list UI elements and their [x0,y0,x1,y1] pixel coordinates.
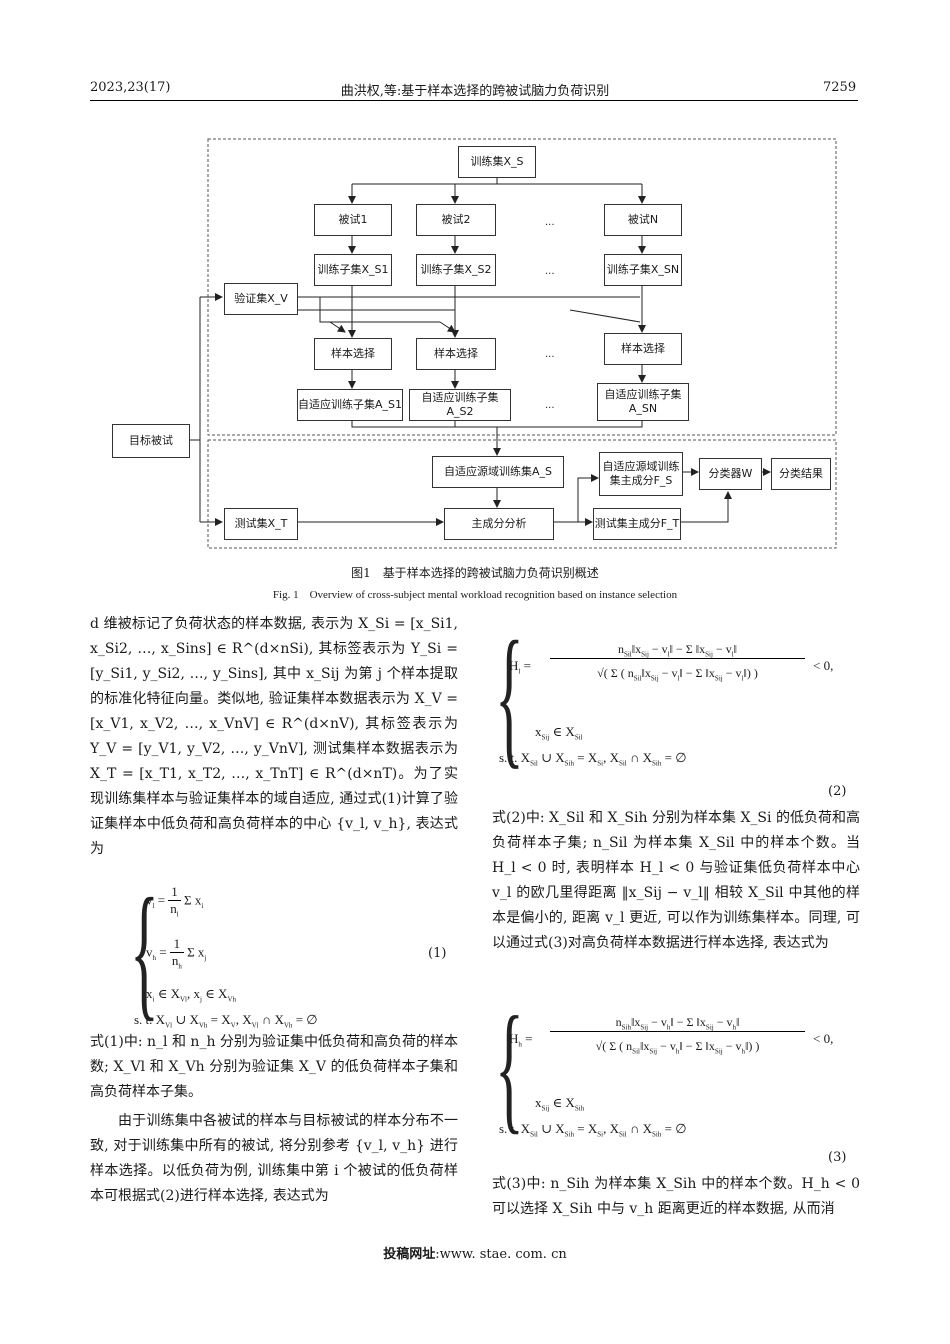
box-selection-n: 样本选择 [604,333,682,365]
box-selection-2: 样本选择 [416,338,496,370]
paragraph-4: 式(2)中: X_Sil 和 X_Sih 分别为样本集 X_Si 的低负荷和高负… [492,810,860,951]
ellipsis-selection: ... [545,349,555,360]
figure-caption-en: Fig. 1 Overview of cross-subject mental … [272,589,678,601]
header-rule [90,100,858,101]
paragraph-5: 式(3)中: n_Sih 为样本集 X_Sih 中的样本个数。H_h < 0 可… [492,1176,860,1217]
left-column-lower: 式(1)中: n_l 和 n_h 分别为验证集中低负荷和高负荷的样本数; X_V… [90,1030,458,1209]
footer: 投稿网址:www. stae. com. cn [0,1243,950,1262]
box-pca: 主成分分析 [444,508,554,540]
box-subject-1: 被试1 [314,204,392,236]
equation-3-number: (3) [828,1150,847,1165]
box-selection-1: 样本选择 [314,338,392,370]
box-subset-1: 训练子集X_S1 [314,254,392,286]
box-validation-set: 验证集X_V [224,283,298,315]
box-training-set: 训练集X_S [458,146,536,178]
equation-1-number: (1) [428,946,447,961]
header-page-number: 7259 [823,80,857,95]
box-subset-2: 训练子集X_S2 [416,254,496,286]
left-column: d 维被标记了负荷状态的样本数据, 表示为 X_Si = [x_Si1, x_S… [90,612,458,862]
header-volume: 2023,23(17) [90,80,171,95]
box-classifier: 分类器W [699,458,762,490]
equation-3: { Hh = nSih‖xSij − vh‖ − Σ ‖xSij − vh‖ √… [495,987,834,1147]
figure-caption-cn: 图1 基于样本选择的跨被试脑力负荷识别概述 [351,566,599,580]
box-test-set: 测试集X_T [224,508,298,540]
footer-url: :www. stae. com. cn [435,1247,567,1262]
box-classification-result: 分类结果 [771,458,831,490]
ellipsis-subsets: ... [545,266,555,277]
ellipsis-adaptive: ... [545,400,555,411]
box-adaptive-2: 自适应训练子集A_S2 [409,389,511,421]
paragraph-3: 由于训练集中各被试的样本与目标被试的样本分布不一致, 对于训练集中所有的被试, … [90,1113,458,1204]
paragraph-2: 式(1)中: n_l 和 n_h 分别为验证集中低负荷和高负荷的样本数; X_V… [90,1034,458,1100]
header-title: 曲洪权,等:基于样本选择的跨被试脑力负荷识别 [340,84,610,99]
ellipsis-subjects: ... [545,217,555,228]
equation-2-number: (2) [828,784,847,799]
right-column-lower: 式(3)中: n_Sih 为样本集 X_Sih 中的样本个数。H_h < 0 可… [492,1172,860,1222]
box-adaptive-n: 自适应训练子集A_SN [597,383,689,421]
box-test-pc: 测试集主成分F_T [593,508,681,540]
box-adaptive-1: 自适应训练子集A_S1 [297,389,403,421]
paragraph-1: d 维被标记了负荷状态的样本数据, 表示为 X_Si = [x_Si1, x_S… [90,616,458,857]
flowchart-lines [188,138,837,549]
footer-label: 投稿网址 [383,1247,436,1262]
box-target-subject: 目标被试 [112,424,190,458]
box-subject-n: 被试N [604,204,682,236]
equation-2: { Hl = nSil‖xSij − vl‖ − Σ ‖xSij − vl‖ √… [495,610,834,782]
box-subject-2: 被试2 [416,204,496,236]
right-column: 式(2)中: X_Sil 和 X_Sih 分别为样本集 X_Si 的低负荷和高负… [492,806,860,956]
box-subset-n: 训练子集X_SN [604,254,682,286]
box-adaptive-source: 自适应源域训练集A_S [432,456,564,488]
box-source-pc: 自适应源域训练集主成分F_S [599,452,683,496]
